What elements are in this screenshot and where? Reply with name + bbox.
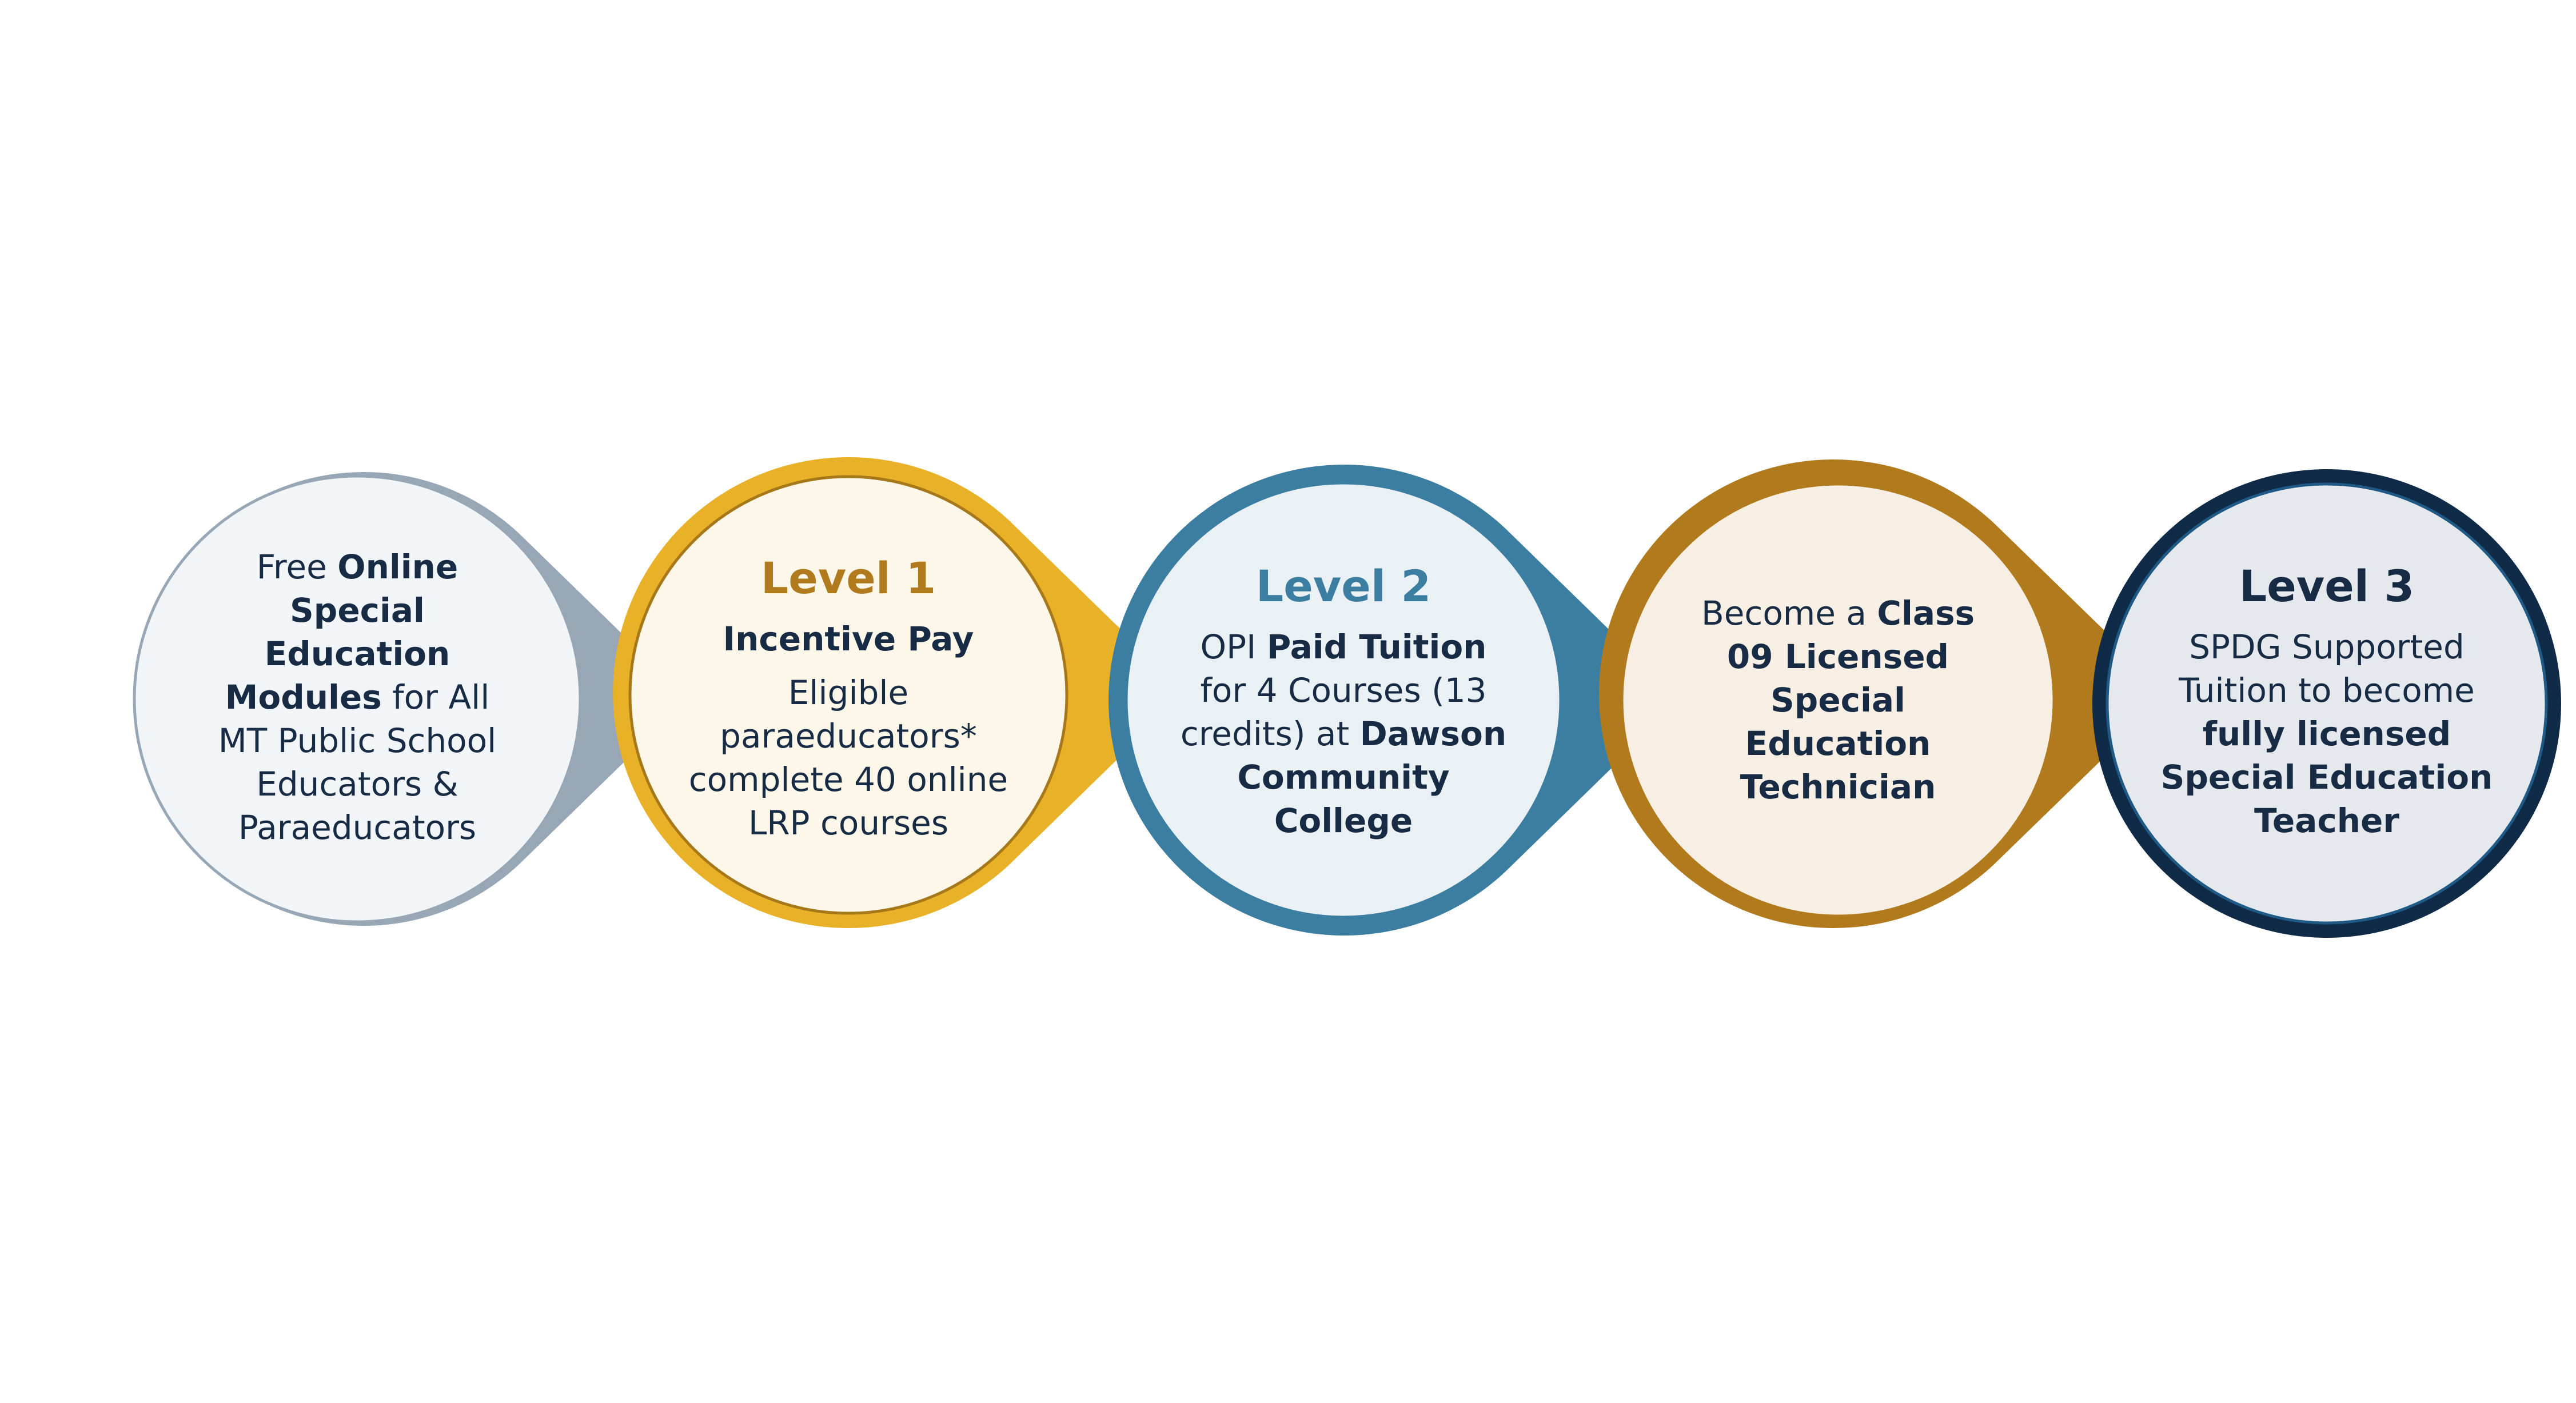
node-level-3-line: fully licensed <box>2202 714 2451 753</box>
node-level-3-line: Teacher <box>2254 801 2399 840</box>
node-class-09-line: 09 Licensed <box>1726 637 1949 676</box>
node-level-2-line: College <box>1274 801 1413 840</box>
node-level-2-text: Level 2 OPI Paid Tuition for 4 Courses (… <box>1166 549 1521 852</box>
node-free-line: MT Public School <box>218 721 497 760</box>
node-class-09-line: Special <box>1770 681 1905 720</box>
node-level-2-line: credits) at Dawson <box>1180 714 1507 753</box>
node-level-1-circle <box>628 475 1068 915</box>
node-level-2-circle <box>1124 481 1562 919</box>
node-free-line: Free Online <box>256 547 458 586</box>
level-1-subheading: Incentive Pay <box>723 619 974 658</box>
node-free-line: Education <box>264 634 450 673</box>
node-class-09-line: Education <box>1745 724 1931 763</box>
node-level-2-line: Community <box>1237 758 1450 797</box>
node-level-3 <box>2092 469 2561 938</box>
node-level-1-line: LRP courses <box>748 804 949 842</box>
node-class-09 <box>1598 459 2170 929</box>
node-free-line: Special <box>290 591 425 630</box>
node-class-09-circle <box>1620 482 2056 918</box>
node-level-2-line: for 4 Courses (13 <box>1200 671 1487 710</box>
node-class-09-line: Become a Class <box>1701 594 1975 633</box>
node-level-2 <box>1108 465 1681 936</box>
node-level-1-text: Level 1 Incentive Pay Eligible paraeduca… <box>671 543 1026 852</box>
node-free-line: Paraeducators <box>238 808 477 847</box>
node-level-1-line: paraeducators* <box>720 717 977 756</box>
node-free-line: Modules for All <box>225 678 490 717</box>
node-level-2-line: OPI Paid Tuition <box>1200 627 1487 666</box>
node-level-3-circle <box>2106 482 2548 925</box>
node-level-1 <box>613 457 1186 928</box>
node-free-modules <box>133 472 689 926</box>
node-class-09-line: Technician <box>1740 768 1936 806</box>
node-level-1-line: complete 40 online <box>688 760 1008 799</box>
node-free-circle <box>133 474 582 924</box>
node-free-text: Free Online Special Education Modules fo… <box>174 537 540 857</box>
level-1-heading: Level 1 <box>760 553 936 603</box>
node-level-3-text: Level 3 SPDG Supported Tuition to become… <box>2150 554 2504 846</box>
level-2-heading: Level 2 <box>1255 561 1431 611</box>
node-level-3-line: Special Education <box>2160 758 2493 797</box>
node-class-09-text: Become a Class 09 Licensed Special Educa… <box>1661 560 2015 840</box>
level-3-heading: Level 3 <box>2239 561 2415 611</box>
node-level-1-line: Eligible <box>788 673 909 712</box>
node-free-line: Educators & <box>256 765 458 804</box>
node-level-3-line: SPDG Supported <box>2189 627 2465 666</box>
node-level-3-line: Tuition to become <box>2179 671 2475 710</box>
